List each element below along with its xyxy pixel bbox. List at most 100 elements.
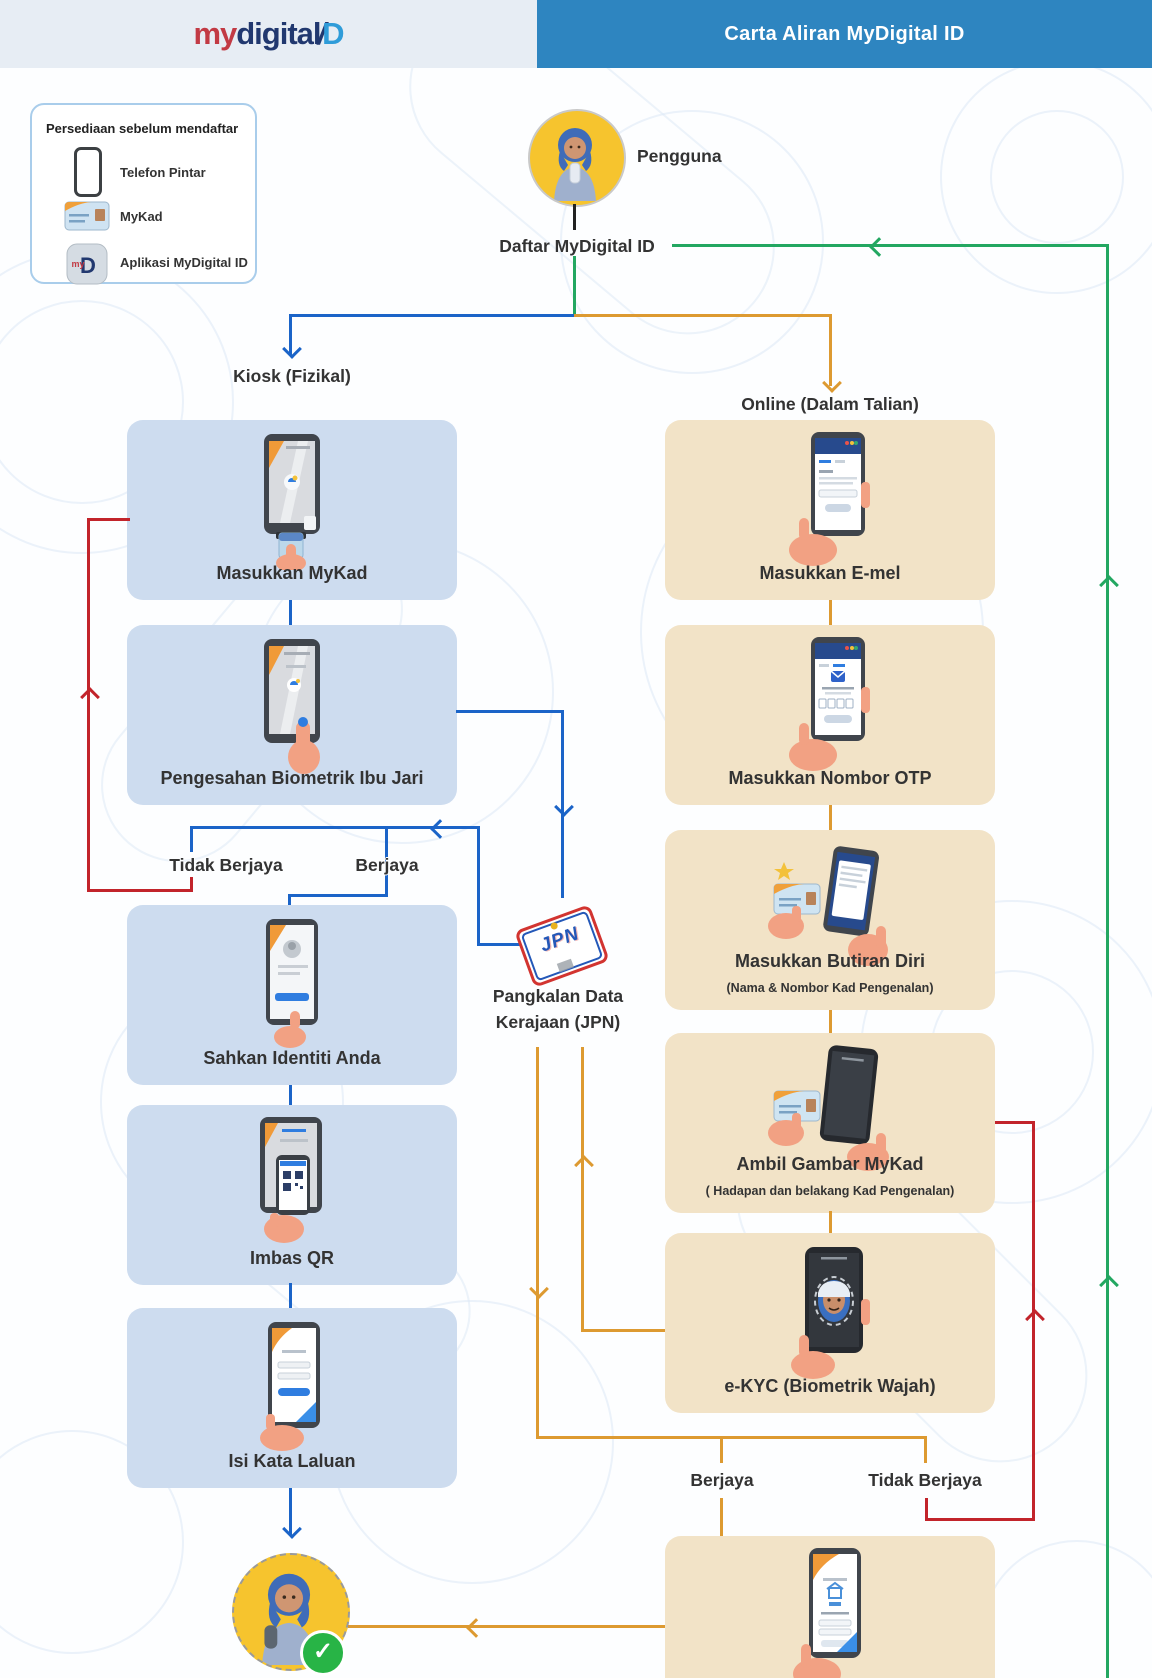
start-action-label: Daftar MyDigital ID	[499, 236, 655, 256]
connector-ekyc-to-jpn-h	[581, 1329, 666, 1332]
connector-biometric-to-jpn-h	[456, 710, 564, 713]
smartphone-icon	[74, 147, 102, 197]
connector-jpn-return-v	[477, 826, 480, 946]
kiosk-insert-mykad-illustration	[264, 434, 320, 570]
page-title: Carta Aliran MyDigital ID	[724, 23, 965, 45]
connector-fail-stub	[190, 826, 193, 852]
connector-fail-red-stub	[190, 877, 193, 892]
arrow-down-icon	[529, 1279, 549, 1299]
connector-kiosk-1-2	[289, 600, 292, 627]
connector-green-return-horizontal	[672, 244, 1109, 247]
connector-jpn-to-result-v	[536, 1047, 539, 1439]
step-subcaption: (Nama & Nombor Kad Pengenalan)	[726, 981, 934, 995]
connector-biometric-to-jpn-v	[561, 710, 564, 898]
step-caption: e-KYC (Biometrik Wajah)	[724, 1376, 936, 1396]
svg-text:my: my	[71, 259, 84, 269]
legend-item-label: Telefon Pintar	[120, 165, 206, 180]
connector-success-v	[385, 826, 388, 897]
arrow-up-icon	[80, 687, 100, 707]
arrow-left-icon	[466, 1618, 486, 1638]
step-ambil-gambar-mykad: Ambil Gambar MyKad ( Hadapan dan belakan…	[665, 1033, 995, 1213]
connector-kiosk-4-5	[289, 1283, 292, 1310]
password-form-illustration	[260, 1322, 320, 1451]
connector-online-final-to-avatar	[348, 1625, 666, 1628]
jpn-database-logo: JPN	[514, 904, 610, 988]
connector-to-kiosk	[289, 314, 292, 356]
branch-title-kiosk: Kiosk (Fizikal)	[233, 366, 351, 386]
scan-qr-illustration	[260, 1117, 322, 1243]
arrow-left-icon	[869, 237, 889, 257]
decision-label-success: Berjaya	[690, 1470, 754, 1490]
connector-online-fail-red-v	[1032, 1121, 1035, 1521]
step-caption: Pengesahan Biometrik Ibu Jari	[160, 768, 424, 788]
connector-online-success-stub	[720, 1436, 723, 1463]
mydigital-app-icon: D my	[66, 243, 108, 285]
arrow-up-icon	[1099, 1275, 1119, 1295]
connector-kiosk-3-4	[289, 1085, 292, 1107]
registration-complete-illustration	[793, 1548, 861, 1678]
step-isi-kata-laluan: Isi Kata Laluan	[127, 1308, 457, 1488]
step-masukkan-butiran: Masukkan Butiran Diri (Nama & Nombor Kad…	[665, 830, 995, 1010]
success-check-icon: ✓	[300, 1630, 346, 1676]
step-caption: Masukkan E-mel	[759, 563, 901, 583]
email-form-illustration	[789, 432, 870, 566]
thumb-biometric-illustration	[264, 639, 320, 774]
actor-label: Pengguna	[637, 146, 722, 166]
connector-online-4-5	[829, 1211, 832, 1235]
step-caption: Masukkan MyKad	[216, 563, 368, 583]
step-caption: Masukkan Nombor OTP	[728, 768, 932, 788]
mykad-icon	[64, 201, 110, 231]
connector-green-return-vertical	[1106, 244, 1109, 1678]
logo-my: my	[193, 16, 237, 51]
step-subcaption: ( Hadapan dan belakang Kad Pengenalan)	[705, 1184, 955, 1198]
capture-mykad-illustration	[768, 1045, 889, 1171]
personal-details-illustration	[768, 846, 888, 966]
connector-online-fail-red-top	[995, 1121, 1035, 1124]
otp-form-illustration	[789, 637, 870, 771]
connector-split-kiosk	[289, 314, 576, 317]
step-sahkan-identiti: Sahkan Identiti Anda	[127, 905, 457, 1085]
logo-d: D	[322, 16, 344, 51]
arrow-down-icon	[554, 797, 574, 817]
database-label-line2: Kerajaan (JPN)	[495, 1012, 621, 1032]
decision-label-fail: Tidak Berjaya	[868, 1470, 982, 1490]
step-ekyc: e-KYC (Biometrik Wajah)	[665, 1233, 995, 1413]
branch-title-online: Online (Dalam Talian)	[741, 394, 919, 414]
connector-online-fail-stub	[924, 1436, 927, 1463]
connector-actor-to-start	[573, 204, 576, 230]
connector-online-1-2	[829, 600, 832, 627]
connector-fail-red-top	[87, 518, 130, 521]
arrow-up-icon	[1099, 575, 1119, 595]
step-masukkan-mykad: Masukkan MyKad	[127, 420, 457, 600]
verify-identity-illustration	[266, 919, 318, 1048]
connector-online-2-3	[829, 805, 832, 832]
database-label-line1: Pangkalan Data	[492, 986, 624, 1006]
legend-box: Persediaan sebelum mendaftar Telefon Pin…	[30, 103, 257, 285]
step-caption: Isi Kata Laluan	[228, 1451, 356, 1471]
connector-success-jog	[288, 894, 388, 897]
user-avatar-illustration	[554, 128, 596, 201]
logo-digital: digital	[236, 16, 321, 51]
header-left-panel	[0, 0, 537, 68]
connector-online-fail-red-stub	[925, 1498, 928, 1521]
connector-to-online	[829, 314, 832, 386]
header-title-bar	[537, 0, 1152, 68]
step-masukkan-otp: Masukkan Nombor OTP	[665, 625, 995, 805]
mydigital-id-logo: mydigital/D	[0, 16, 537, 52]
connector-online-3-4	[829, 1010, 832, 1035]
decision-label-success: Berjaya	[355, 855, 419, 875]
step-pengesahan-biometrik: Pengesahan Biometrik Ibu Jari	[127, 625, 457, 805]
logo-slash: /	[317, 16, 327, 51]
step-online-final	[665, 1536, 995, 1678]
arrow-down-icon	[282, 339, 302, 359]
decision-label-fail: Tidak Berjaya	[169, 855, 283, 875]
svg-text:D: D	[80, 253, 96, 278]
arrow-down-icon	[282, 1519, 302, 1539]
connector-online-decision-bar	[536, 1436, 927, 1439]
step-caption: Sahkan Identiti Anda	[203, 1048, 381, 1068]
face-biometric-illustration	[791, 1247, 870, 1379]
connector-jpn-return-h	[477, 943, 521, 946]
arrow-down-icon	[822, 373, 842, 393]
step-caption: Imbas QR	[249, 1248, 335, 1268]
